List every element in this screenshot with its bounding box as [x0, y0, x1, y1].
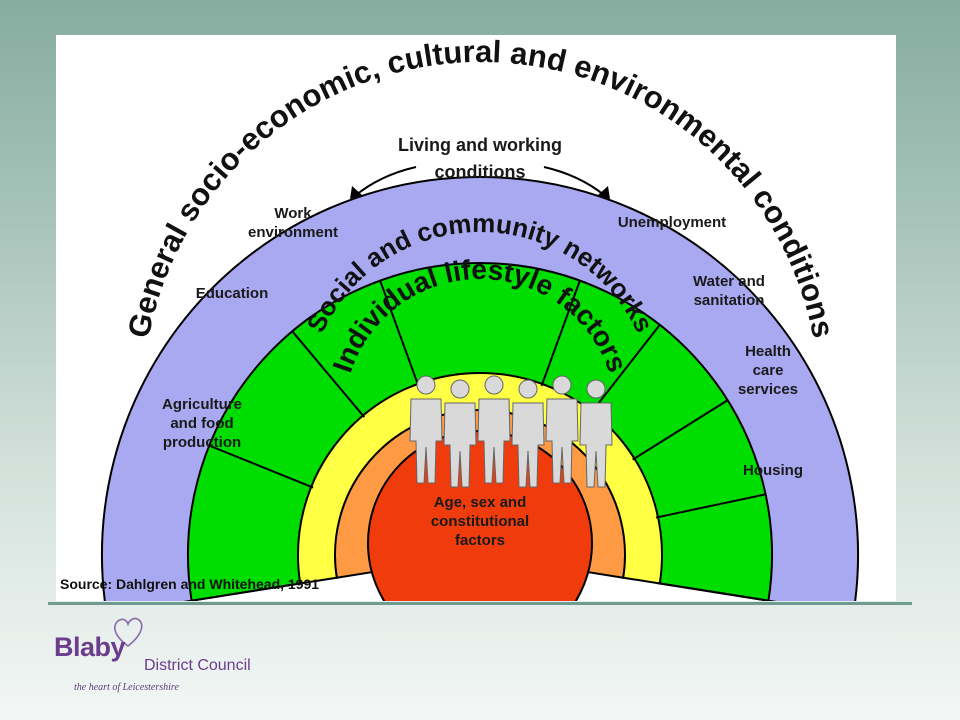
segment-water-sanitation-line: Water and [693, 273, 765, 290]
segment-divider [540, 280, 581, 387]
person-silhouette-icon [579, 379, 613, 488]
core-label-line: Age, sex and [434, 494, 527, 511]
core-label-line: factors [455, 532, 505, 549]
person-silhouette-icon [477, 375, 511, 484]
living-working-label: Living and working conditions [398, 135, 562, 182]
segment-water-sanitation-line: sanitation [694, 292, 765, 309]
left-arrow-icon [355, 166, 417, 196]
segment-divider [208, 444, 314, 489]
determinants-of-health-diagram: Agriculture and food production Education Wo… [101, 35, 859, 601]
core-label: Age, sex and constitutional factors [431, 494, 529, 549]
person-silhouette-icon [409, 375, 443, 484]
segment-health-care-line: Health [745, 343, 791, 360]
left-arrow-head-icon [350, 186, 362, 199]
segment-divider [291, 330, 366, 418]
people-silhouettes [409, 375, 613, 488]
segment-agriculture-line: Agriculture [162, 396, 242, 413]
council-logo: Blaby District Council the heart of Leic… [48, 612, 278, 702]
living-working-line2: conditions [435, 162, 526, 182]
logo-tagline: the heart of Leicestershire [74, 682, 179, 693]
segment-divider [632, 399, 729, 461]
right-arrow-head-icon [598, 186, 610, 199]
logo-subtitle: District Council [144, 657, 251, 674]
segment-divider [191, 582, 303, 601]
segment-agriculture-line: and food [170, 415, 233, 432]
segment-unemployment-line: Unemployment [618, 214, 726, 231]
segment-divider [590, 324, 661, 414]
segment-health-care-line: services [738, 381, 798, 398]
person-silhouette-icon [511, 379, 545, 488]
logo-name: Blaby [54, 632, 126, 662]
right-arrow-icon [543, 166, 605, 196]
diagram-panel: Agriculture and food production Education Wo… [56, 35, 896, 601]
segment-housing: Housing [743, 462, 803, 479]
person-silhouette-icon [545, 375, 579, 484]
segment-divider [655, 493, 766, 519]
segment-education: Education [196, 285, 269, 302]
segment-work-environment: Work environment [248, 205, 338, 241]
segment-housing-line: Housing [743, 462, 803, 479]
heart-outline-icon [114, 617, 143, 647]
segment-agriculture: Agriculture and food production [162, 396, 242, 451]
segment-work-environment-line: Work [274, 205, 312, 222]
segment-water-sanitation: Water and sanitation [693, 273, 765, 309]
person-silhouette-icon [443, 379, 477, 488]
segment-agriculture-line: production [163, 434, 241, 451]
living-working-line1: Living and working [398, 135, 562, 155]
segment-divider [657, 582, 769, 601]
segment-unemployment: Unemployment [618, 214, 726, 231]
segment-divider [379, 280, 420, 387]
divider-line [48, 602, 912, 605]
segment-education-line: Education [196, 285, 269, 302]
segment-health-care: Health care services [738, 343, 798, 398]
source-citation: Source: Dahlgren and Whitehead, 1991 [60, 576, 320, 592]
core-label-line: constitutional [431, 513, 529, 530]
segment-work-environment-line: environment [248, 224, 338, 241]
segment-health-care-line: care [753, 362, 784, 379]
